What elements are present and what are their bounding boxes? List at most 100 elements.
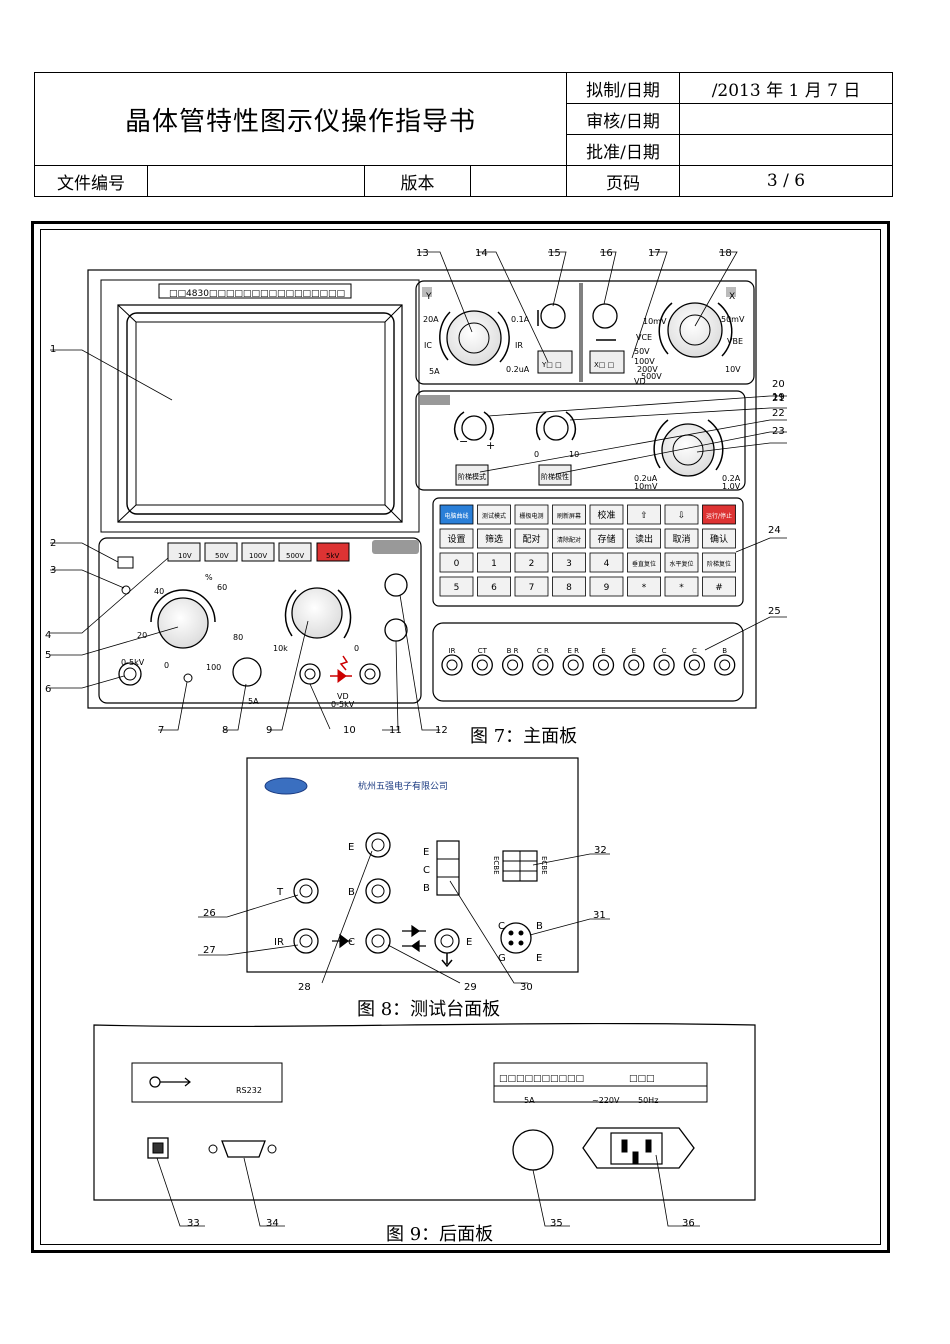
- volt-btn-100v[interactable]: 100V: [249, 552, 267, 560]
- keypad-key-r3c3[interactable]: 8: [552, 576, 586, 597]
- terminal-socket[interactable]: E: [592, 647, 615, 676]
- keypad-key-r2c3[interactable]: 3: [552, 552, 586, 573]
- volt-btn-10v[interactable]: 10V: [178, 552, 192, 560]
- y-label-ic: IC: [424, 341, 432, 350]
- keypad-key-r3c7[interactable]: #: [702, 576, 736, 597]
- socket-label-b: B: [348, 887, 355, 898]
- callout-number: 8: [222, 725, 228, 736]
- keypad-key-r3c1[interactable]: 6: [477, 576, 511, 597]
- terminal-socket[interactable]: E R: [562, 647, 584, 676]
- keypad-key-label: 4: [604, 559, 610, 569]
- callout-number: 2: [50, 538, 56, 549]
- hv-label: 0-5kV: [121, 658, 145, 667]
- keypad-key-r0c4[interactable]: 校准: [589, 504, 624, 525]
- step-polarity-button[interactable]: 阶梯极性: [541, 472, 569, 481]
- keypad-key-r1c7[interactable]: 确认: [702, 528, 736, 549]
- callout-number: 11: [389, 725, 402, 736]
- keypad-key-r1c0[interactable]: 设置: [439, 528, 474, 549]
- keypad-key-label: 2: [529, 559, 535, 569]
- y-label-5a: 5A: [429, 367, 440, 376]
- keypad-key-r2c6[interactable]: 水平复位: [664, 552, 699, 573]
- keypad-key-r0c3[interactable]: 刷新屏幕: [552, 504, 586, 525]
- scale-80: 80: [233, 633, 243, 642]
- keypad-key-r2c5[interactable]: 垂直复位: [627, 552, 661, 573]
- step-mode-button[interactable]: 阶梯模式: [458, 472, 486, 481]
- keypad-key-r2c7[interactable]: 阶梯复位: [702, 552, 736, 573]
- keypad-key-r1c4[interactable]: 存储: [589, 528, 624, 549]
- callout-number: 9: [266, 725, 272, 736]
- terminal-socket[interactable]: CT: [471, 647, 493, 676]
- din-label-c: C: [498, 921, 505, 932]
- rear-fuse-label: 5A: [524, 1096, 535, 1105]
- keypad-key-r0c0[interactable]: 电脑曲线: [439, 504, 474, 525]
- terminal-socket[interactable]: B R: [501, 647, 524, 676]
- keypad-key-label: 设置: [447, 534, 465, 545]
- callout-number: 17: [648, 248, 661, 259]
- keypad-key-r1c3[interactable]: 清除配对: [552, 528, 586, 549]
- keypad-key-r0c5[interactable]: ⇧: [627, 504, 661, 525]
- keypad-key-r2c2[interactable]: 2: [514, 552, 549, 573]
- callout-number: 6: [45, 684, 51, 695]
- keypad-key-r3c6[interactable]: *: [664, 576, 699, 597]
- callout-number: 20: [772, 379, 785, 390]
- callout-number: 7: [158, 725, 164, 736]
- callout-number: 5: [45, 650, 51, 661]
- x-label-500v: 500V: [641, 372, 662, 381]
- step-range-02ua: 0.2uA: [634, 474, 658, 483]
- terminal-socket[interactable]: B: [714, 647, 736, 676]
- volt-btn-500v[interactable]: 500V: [286, 552, 304, 560]
- volt-btn-5kv[interactable]: 5kV: [326, 552, 340, 560]
- keypad-key-r1c6[interactable]: 取消: [664, 528, 699, 549]
- keypad-key-r0c2[interactable]: 栅极电测: [514, 504, 549, 525]
- page-label: 页码: [566, 165, 681, 197]
- terminal-socket[interactable]: IR: [441, 647, 463, 676]
- svg-text:+: +: [486, 439, 495, 452]
- keypad-key-r1c2[interactable]: 配对: [514, 528, 549, 549]
- doc-title: 晶体管特性图示仪操作指导书: [33, 72, 568, 166]
- callout-number: 4: [45, 630, 51, 641]
- keypad-key-r2c4[interactable]: 4: [589, 552, 624, 573]
- terminal-socket[interactable]: C: [683, 647, 706, 676]
- callout-number: 22: [772, 408, 785, 419]
- volt-btn-50v[interactable]: 50V: [215, 552, 229, 560]
- keypad-key-label: 取消: [672, 533, 690, 545]
- socket-label-t: T: [276, 887, 284, 898]
- terminal-socket[interactable]: C R: [532, 647, 554, 676]
- draft-label: 拟制/日期: [566, 72, 681, 104]
- terminal-label: IR: [449, 647, 456, 655]
- step-range-10mv: 10mV: [634, 482, 658, 491]
- keypad-key-label: 读出: [635, 533, 653, 545]
- keypad-key-r1c5[interactable]: 读出: [627, 528, 661, 549]
- keypad-key-r0c7[interactable]: 运行/停止: [702, 504, 736, 525]
- x-label-vd: VD: [634, 377, 646, 386]
- switch-label-c: C: [423, 865, 430, 876]
- callout-number: 36: [682, 1218, 695, 1229]
- terminal-socket[interactable]: E: [623, 647, 645, 676]
- callout-number: 15: [548, 248, 561, 259]
- rear-voltage-label: ~220V: [592, 1096, 620, 1105]
- keypad-key-r3c0[interactable]: 5: [439, 576, 474, 597]
- keypad-key-r0c1[interactable]: 测试模式: [477, 504, 511, 525]
- keypad-key-r3c5[interactable]: *: [627, 576, 661, 597]
- x-label-vce: VCE: [636, 333, 652, 342]
- keypad-key-label: 电脑曲线: [444, 512, 468, 520]
- keypad-key-label: 3: [566, 559, 572, 569]
- keypad-key-label: *: [642, 583, 647, 593]
- x-label-200v: 200V: [637, 365, 658, 374]
- keypad-key-r1c1[interactable]: 筛选: [477, 528, 511, 549]
- x-label-vbe: VBE: [727, 337, 743, 346]
- keypad-key-r3c2[interactable]: 7: [514, 576, 549, 597]
- keypad-key-r2c0[interactable]: 0: [439, 552, 474, 573]
- keypad-key-r0c6[interactable]: ⇩: [664, 504, 699, 525]
- main-panel: [87, 269, 757, 709]
- fig8-leaders: [198, 850, 610, 984]
- keypad-key-r2c1[interactable]: 1: [477, 552, 511, 573]
- x-label-10v: 10V: [725, 365, 741, 374]
- keypad-key-r3c4[interactable]: 9: [589, 576, 624, 597]
- figures-frame: [31, 221, 890, 1253]
- callout-number: 1: [50, 344, 56, 355]
- x-label-50mv: 50mV: [721, 315, 745, 324]
- terminal-socket[interactable]: C: [653, 647, 675, 676]
